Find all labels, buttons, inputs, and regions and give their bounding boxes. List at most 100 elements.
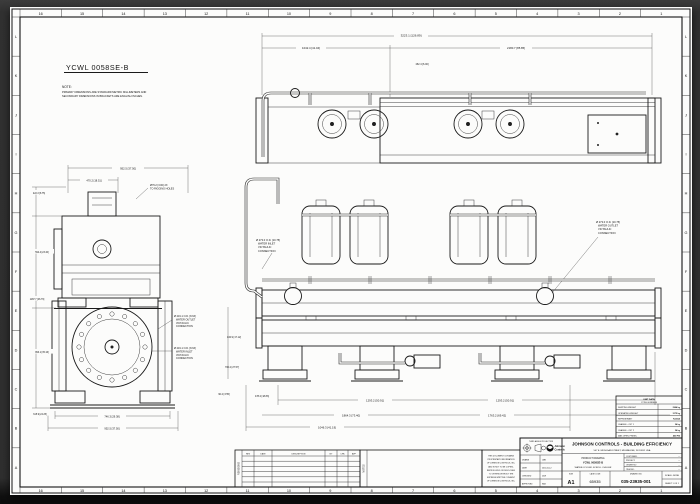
third-angle-projection-icon	[522, 443, 532, 453]
grid-row-label-left: C	[15, 387, 18, 391]
grid-row-label-right: E	[685, 309, 688, 313]
rev-header: BY	[330, 453, 333, 455]
cage-label: CAGE CODE	[590, 472, 602, 475]
spec-row-label: SHIPPING WEIGHT	[618, 407, 637, 409]
grid-col-label-bottom: 7	[412, 489, 414, 493]
size-value: A1	[568, 480, 575, 486]
grid-row-label-right: I	[685, 152, 686, 156]
drawing-title-1: PRODUCT DRAWING	[582, 457, 605, 460]
grid-row-label-right: D	[685, 348, 688, 352]
relief-valves	[284, 282, 554, 305]
plan-right-endplate	[647, 97, 662, 164]
flange-view: Ø 219.1 O.D. [8.63] WATER OUTLET VICTAUL…	[47, 300, 196, 431]
svg-text:VICTAULIC: VICTAULIC	[176, 322, 189, 325]
side-top-dim: 222.3 [8.75]	[33, 193, 45, 195]
sign-row-label: DATE	[522, 467, 528, 470]
svg-text:WATER INLET: WATER INLET	[258, 242, 276, 246]
front-dim-1a: 1293.2 [50.91]	[366, 398, 384, 402]
bolt-hole	[86, 367, 92, 373]
cage-value: 65935	[589, 479, 601, 484]
svg-text:Johnson: Johnson	[555, 445, 566, 448]
grid-col-label-bottom: 14	[121, 489, 125, 493]
svg-text:WATER OUTLET: WATER OUTLET	[598, 224, 618, 228]
front-view: Ø 273.0 O.D. [10.75] WATER INLET VICTAUL…	[218, 199, 670, 431]
grid-col-label-top: 5	[495, 12, 497, 16]
spec-row-label: MAX OPER. PRESS.	[618, 434, 637, 437]
bolt-hole	[79, 357, 84, 363]
svg-text:CONNECTION: CONNECTION	[176, 325, 193, 328]
info-row-label: PROJECT:	[626, 460, 636, 462]
side-bottom-dim: 615.9 [24.25]	[33, 414, 47, 416]
note-title: NOTE:	[62, 85, 72, 89]
pump-assemblies	[404, 354, 581, 369]
pipe	[262, 92, 646, 157]
grid-col-label-top: 1	[660, 12, 662, 16]
front-dim-2a: 1864.3 [73.40]	[342, 413, 360, 417]
grid-col-label-top: 12	[204, 12, 208, 16]
piping	[244, 88, 655, 365]
pipe	[478, 353, 545, 365]
grid-col-label-top: 9	[329, 12, 331, 16]
pipe	[338, 353, 405, 365]
grid-row-label-left: D	[15, 348, 18, 352]
border-frame	[11, 8, 691, 494]
grid-col-label-top: 14	[121, 12, 125, 16]
info-row-label: ITEM NO:	[626, 469, 635, 471]
plan-right-dim: 2180.7 [85.85]	[507, 46, 525, 50]
bolt-hole	[140, 357, 145, 363]
title-block: THIRD ANGLE PROJECTION Johnson Controls	[519, 437, 683, 488]
notes-block	[359, 449, 483, 488]
johnson-controls-logo: Johnson Controls	[546, 444, 566, 452]
grid-col-label-top: 15	[80, 12, 84, 16]
company-name: JOHNSON CONTROLS - BUILDING EFFICIENCY	[572, 442, 672, 447]
front-compressors	[301, 199, 537, 265]
front-dim-2b: 1763.2 [69.42]	[488, 413, 506, 417]
grid-reference-band: 1616151514141313121211111010998877665544…	[12, 9, 690, 493]
spec-row-label: OPERATING WEIGHT	[618, 412, 639, 415]
proprietary-line: EXPRESS WRITTEN CONSENT	[487, 477, 516, 479]
grid-row-label-left: E	[15, 309, 18, 313]
sign-row-value: 2011-05-12	[542, 468, 552, 470]
logo-cell: THIRD ANGLE PROJECTION Johnson Controls	[520, 440, 566, 456]
proprietary-line: TO OTHERS WITHOUT THE	[489, 474, 514, 476]
grid-col-label-bottom: 1	[660, 489, 662, 493]
svg-text:Controls: Controls	[555, 448, 566, 451]
svg-text:WATER OUTLET: WATER OUTLET	[176, 318, 196, 321]
end-overall-dim: 952.5 [37.50]	[120, 167, 136, 171]
rev-header: APP	[352, 452, 357, 455]
size-label: SIZE	[569, 473, 574, 475]
grid-row-label-left: J	[15, 113, 17, 117]
svg-text:Ø 273.0 O.D. [10.75]: Ø 273.0 O.D. [10.75]	[596, 220, 620, 224]
svg-text:WATER INLET: WATER INLET	[176, 350, 193, 353]
sign-row-label: APPROVED	[522, 483, 533, 486]
notes-side-label: NOTES	[363, 464, 366, 473]
spec-row-value: 2994 kg	[673, 406, 681, 409]
svg-text:CONNECTION: CONNECTION	[598, 231, 616, 235]
side-height-dim: 1187.7 [46.76]	[30, 299, 45, 301]
front-dimensions	[227, 307, 670, 431]
sheet-value: SHEET 1 OF 1	[665, 483, 680, 485]
bolt-hole	[122, 314, 128, 319]
note-line1: PRIMARY DIMENSIONS ARE STANDARD METRIC M…	[62, 90, 146, 94]
note-line2: SECONDARY DIMENSIONS IN BRACKETS ARE ENG…	[62, 94, 143, 98]
sign-row-value: DLW	[542, 476, 546, 478]
grid-col-label-top: 3	[578, 12, 580, 16]
pipe	[339, 353, 405, 364]
svg-text:TO RIGGING HOLES: TO RIGGING HOLES	[150, 188, 174, 191]
bolt-hole	[109, 311, 115, 317]
front-dim-3: 1046.3 [41.19]	[318, 426, 336, 430]
grid-row-label-right: H	[685, 192, 688, 196]
end-view: 952.5 [37.50] 470.2 [18.51] Ø76.2 [3.00]…	[53, 165, 189, 309]
grid-row-label-right: K	[685, 74, 688, 78]
drawing-title-3: WATER-COOLED SCROLL CHILLER	[575, 466, 612, 469]
spec-row-label: REFRIGERANT	[618, 417, 633, 420]
dwg-number: 035-23935-001	[621, 479, 651, 484]
grid-col-label-bottom: 5	[495, 489, 497, 493]
pipe	[245, 187, 263, 298]
spec-row-value: 34 kg	[675, 423, 681, 426]
info-row-value: —	[678, 465, 680, 467]
